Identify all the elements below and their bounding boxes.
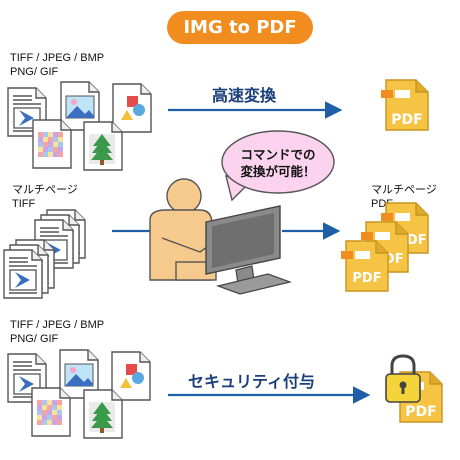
mosaic-file-icon xyxy=(31,387,71,437)
mosaic-file-icon xyxy=(32,119,72,169)
row3-formats-line2: PNG/ GIF xyxy=(10,333,59,345)
pdf-file-icon: PDF xyxy=(394,371,443,423)
row1-action-label: 高速変換 xyxy=(212,86,277,105)
pdf-file-icon: PDF xyxy=(380,79,429,131)
row3-formats-line1: TIFF / JPEG / BMP xyxy=(10,319,105,331)
speech-bubble xyxy=(221,130,335,202)
tree-file-icon xyxy=(83,121,123,171)
row2-input-line1: マルチページ xyxy=(12,184,78,196)
row1-formats-line1: TIFF / JPEG / BMP xyxy=(10,52,105,64)
pdf-stack: PDF PDF PDF xyxy=(340,202,429,292)
row2-input-line2: TIFF xyxy=(12,198,36,210)
bubble-text-line2: 変換が可能！ xyxy=(240,164,316,179)
pdf-label: PDF xyxy=(391,112,422,128)
pdf-label: PDF xyxy=(405,404,436,420)
multipage-tiff-icon xyxy=(3,239,55,299)
shapes-file-icon xyxy=(111,351,151,401)
row2-output-line1: マルチページ xyxy=(371,184,437,196)
title-badge: IMG to PDF xyxy=(167,11,313,44)
pdf-label: PDF xyxy=(352,271,381,286)
bubble-text-line1: コマンドでの xyxy=(240,147,316,162)
person-at-computer-icon xyxy=(149,178,293,295)
padlock-icon xyxy=(385,354,421,403)
row1-formats-line2: PNG/ GIF xyxy=(10,66,59,78)
shapes-file-icon xyxy=(112,83,152,133)
tree-file-icon xyxy=(83,389,123,439)
row3-action-label: セキュリティ付与 xyxy=(188,372,316,391)
pdf-file-icon: PDF xyxy=(340,240,389,292)
